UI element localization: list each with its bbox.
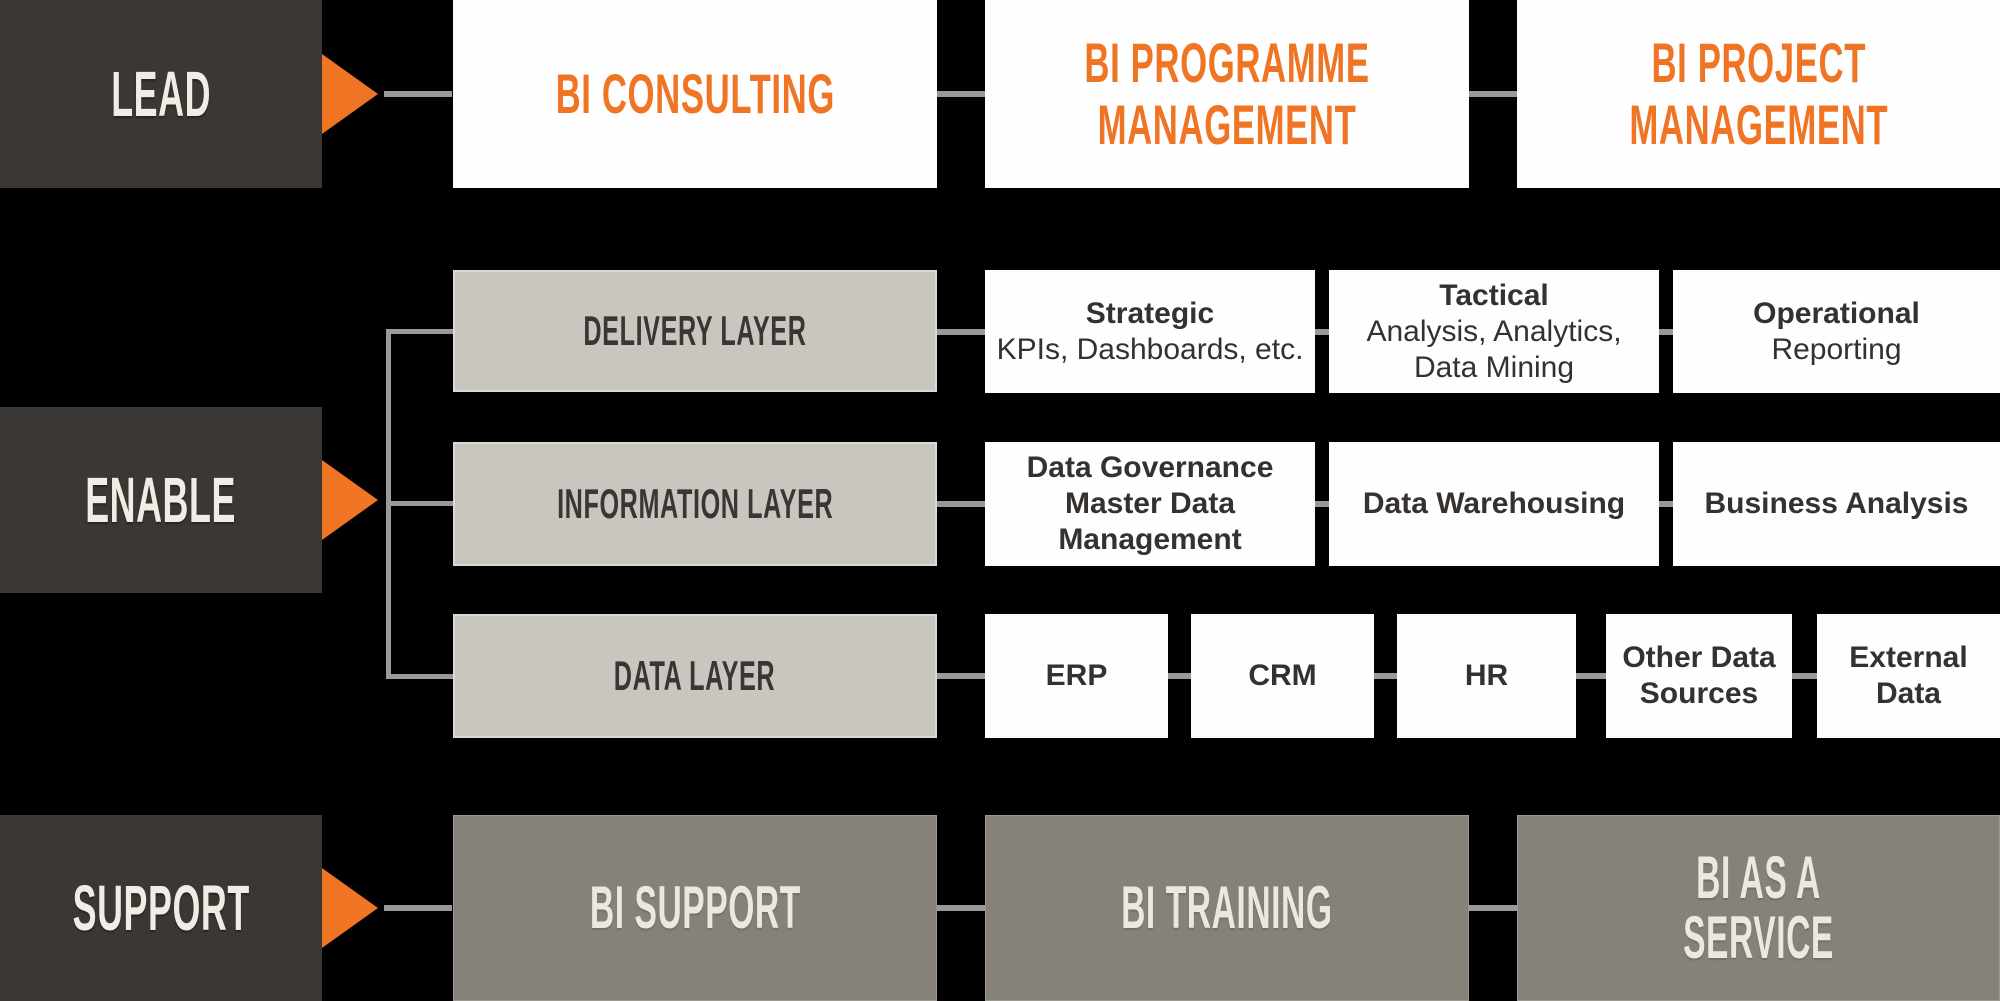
connector-line	[1659, 501, 1673, 507]
bi-programme-management-label: BI PROGRAMME MANAGEMENT	[1084, 31, 1370, 156]
bi-as-a-service-box: BI AS A SERVICE	[1517, 815, 2000, 1001]
connector-line	[1469, 905, 1517, 911]
connector-line	[937, 91, 985, 97]
bi-programme-management-box: BI PROGRAMME MANAGEMENT	[985, 0, 1469, 188]
bi-project-management-label: BI PROJECT MANAGEMENT	[1629, 31, 1888, 156]
data-governance-title: Data Governance Master Data Management	[1026, 451, 1274, 556]
connector-line	[1168, 673, 1191, 679]
crm-title: CRM	[1248, 659, 1317, 692]
data-warehousing-box: Data Warehousing	[1329, 442, 1659, 566]
bi-training-label: BI TRAINING	[1121, 874, 1333, 941]
strategic-box: Strategic KPIs, Dashboards, etc.	[985, 270, 1315, 393]
connector-line	[1576, 673, 1606, 679]
other-data-sources-box: Other Data Sources	[1606, 614, 1792, 738]
tactical-title: Tactical	[1439, 278, 1549, 312]
business-analysis-title: Business Analysis	[1704, 487, 1969, 520]
lead-arrow-icon	[322, 54, 378, 134]
operational-subtitle: Reporting	[1771, 332, 1902, 366]
operational-title: Operational	[1753, 296, 1920, 330]
delivery-layer-box: DELIVERY LAYER	[453, 270, 937, 392]
enable-row-header: ENABLE	[0, 407, 322, 593]
external-data-box: External Data	[1817, 614, 2000, 738]
bracket-stub-data	[386, 674, 454, 679]
bi-consulting-box: BI CONSULTING	[453, 0, 937, 188]
data-layer-label: DATA LAYER	[614, 652, 776, 699]
data-warehousing-title: Data Warehousing	[1362, 487, 1626, 520]
lead-row-header: LEAD	[0, 0, 322, 188]
connector-line	[1469, 91, 1517, 97]
connector-line	[937, 673, 985, 679]
connector-line	[1315, 501, 1329, 507]
crm-box: CRM	[1191, 614, 1374, 738]
bi-as-a-service-label: BI AS A SERVICE	[1683, 844, 1834, 971]
information-layer-box: INFORMATION LAYER	[453, 442, 937, 566]
enable-arrow-icon	[322, 460, 378, 540]
support-arrow-icon	[322, 868, 378, 948]
bi-training-box: BI TRAINING	[985, 815, 1469, 1001]
connector-line	[1374, 673, 1397, 679]
hr-box: HR	[1397, 614, 1576, 738]
bi-support-label: BI SUPPORT	[589, 874, 801, 941]
connector-line	[1792, 673, 1817, 679]
delivery-layer-label: DELIVERY LAYER	[583, 307, 807, 354]
connector-line	[384, 91, 452, 97]
connector-line	[1659, 329, 1673, 335]
external-data-title: External Data	[1849, 641, 1968, 710]
bracket-stub-information	[386, 501, 454, 506]
lead-label: LEAD	[111, 58, 211, 130]
support-label: SUPPORT	[72, 872, 250, 944]
connector-line	[937, 501, 985, 507]
erp-title: ERP	[1045, 659, 1108, 692]
connector-line	[1315, 329, 1329, 335]
operational-box: Operational Reporting	[1673, 270, 2000, 393]
business-analysis-box: Business Analysis	[1673, 442, 2000, 566]
connector-line	[937, 905, 985, 911]
bi-project-management-box: BI PROJECT MANAGEMENT	[1517, 0, 2000, 188]
strategic-subtitle: KPIs, Dashboards, etc.	[996, 332, 1304, 366]
data-governance-box: Data Governance Master Data Management	[985, 442, 1315, 566]
information-layer-label: INFORMATION LAYER	[556, 480, 834, 527]
bracket-stub-delivery	[386, 329, 454, 334]
connector-line	[937, 329, 985, 335]
tactical-subtitle: Analysis, Analytics, Data Mining	[1366, 314, 1622, 384]
support-row-header: SUPPORT	[0, 815, 322, 1001]
strategic-title: Strategic	[1085, 296, 1215, 330]
bi-support-box: BI SUPPORT	[453, 815, 937, 1001]
hr-title: HR	[1464, 659, 1509, 692]
enable-label: ENABLE	[85, 464, 237, 536]
tactical-box: Tactical Analysis, Analytics, Data Minin…	[1329, 270, 1659, 393]
other-data-sources-title: Other Data Sources	[1622, 641, 1776, 710]
erp-box: ERP	[985, 614, 1168, 738]
data-layer-box: DATA LAYER	[453, 614, 937, 738]
connector-line	[384, 905, 452, 911]
bi-consulting-label: BI CONSULTING	[555, 62, 835, 126]
